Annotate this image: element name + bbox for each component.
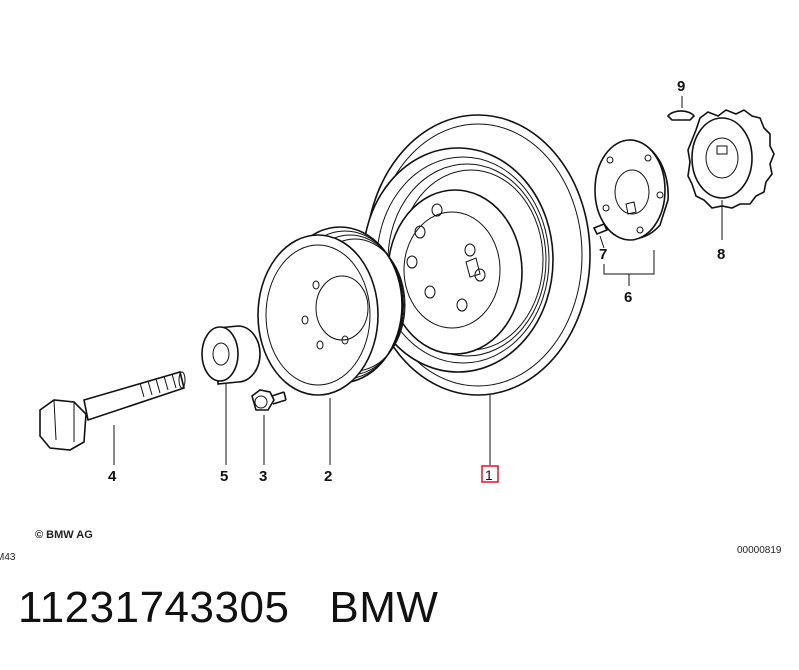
- small-bolt-drawing: [251, 389, 287, 411]
- belt-pulley-drawing: [257, 226, 406, 396]
- brand-name: BMW: [329, 583, 439, 632]
- central-bolt-drawing: [39, 370, 186, 451]
- callout-9[interactable]: 9: [677, 78, 685, 95]
- callout-3[interactable]: 3: [259, 468, 267, 485]
- diagram-code-left: M43: [0, 552, 16, 563]
- callout-1[interactable]: 1: [485, 467, 493, 483]
- callout-8[interactable]: 8: [717, 246, 725, 263]
- callout-7[interactable]: 7: [599, 246, 607, 263]
- part-caption: 11231743305 BMW: [18, 583, 438, 633]
- dowel-pin-drawing: [592, 222, 609, 236]
- washer-drawing: [201, 325, 261, 385]
- vibration-damper-drawing: [362, 114, 591, 396]
- callout-4[interactable]: 4: [108, 468, 117, 485]
- copyright-text: © BMW AG: [35, 529, 93, 541]
- callout-2[interactable]: 2: [324, 468, 332, 485]
- diagram-code-right: 00000819: [737, 545, 782, 556]
- callout-5[interactable]: 5: [220, 468, 228, 485]
- callouts: 1 2 3 4 5 6 7 8 9: [108, 78, 725, 485]
- hub-flange-drawing: [594, 139, 669, 241]
- leader-lines: [113, 96, 723, 465]
- callout-1-highlight: [481, 465, 499, 483]
- sprocket-drawing: [687, 109, 775, 209]
- woodruff-key-drawing: [666, 110, 696, 121]
- part-number: 11231743305: [18, 583, 290, 632]
- callout-6[interactable]: 6: [624, 289, 632, 306]
